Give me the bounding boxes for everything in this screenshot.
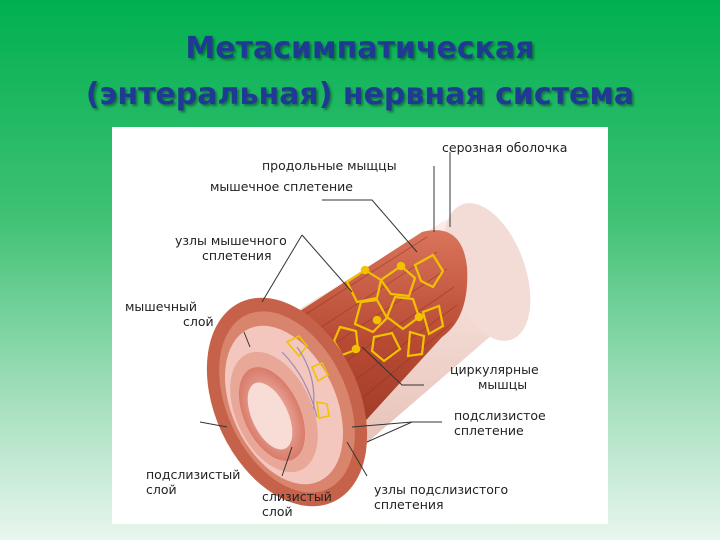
label-circular-muscles-line2: мышцы [478,377,528,392]
title-line-1: Метасимпатическая [185,31,535,66]
label-submucosa-line2: слой [146,482,177,497]
label-mucosa-line2: слой [262,504,293,519]
myenteric-plexus-network [332,253,445,363]
label-submucous-nodes-line2: сплетения [374,497,444,512]
label-myenteric-nodes-line1: узлы мышечного [175,233,287,248]
label-submucous-plexus-line2: сплетение [454,423,524,438]
label-myenteric-plexus: мышечное сплетение [210,179,353,194]
label-submucosa-line1: подслизистый [146,467,241,482]
label-circular-muscles-line1: циркулярные [450,362,539,377]
label-longitudinal-muscles: продольные мыщцы [262,158,397,173]
intestine-illustration [199,152,531,507]
intestine-wall-diagram: продольные мыщцы серозная оболочка мышеч… [112,127,608,524]
label-muscle-layer-line2: слой [183,314,214,329]
slide-title: Метасимпатическая (энтеральная) нервная … [0,26,720,118]
label-submucous-nodes-line1: узлы подслизистого [374,482,509,497]
label-serous-membrane: серозная оболочка [442,140,568,155]
label-muscle-layer-line1: мышечный [125,299,197,314]
label-submucous-plexus-line1: подслизистое [454,408,546,423]
label-myenteric-nodes-line2: сплетения [202,248,272,263]
label-mucosa-line1: слизистый [262,489,332,504]
mucosa-layer [230,351,318,473]
pointer-lines [199,152,451,477]
title-line-2: (энтеральная) нервная система [85,77,635,112]
